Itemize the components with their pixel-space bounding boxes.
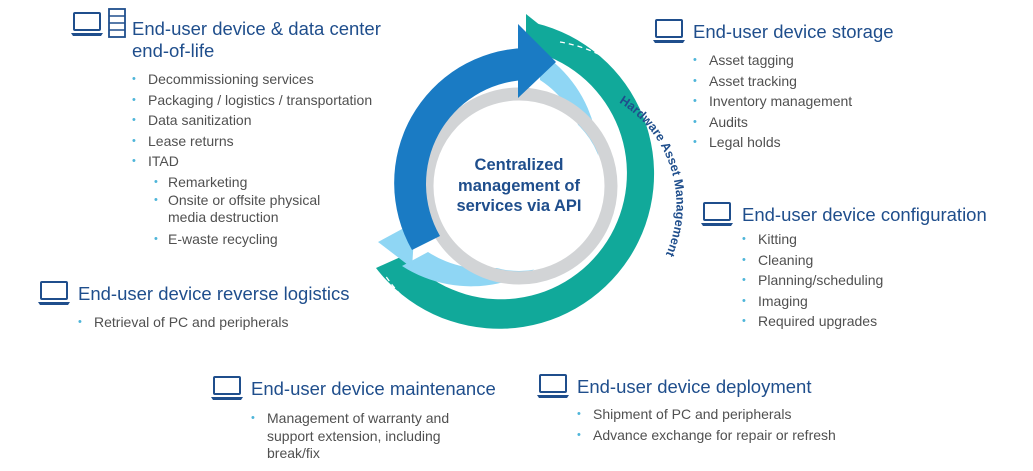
storage-list: Asset tagging Asset tracking Inventory m…: [693, 50, 852, 153]
itad-arrowhead: [518, 24, 556, 98]
list-item: Decommissioning services: [132, 69, 372, 90]
center-line-1: Centralized: [474, 156, 564, 174]
list-item: Required upgrades: [742, 311, 883, 332]
itad-arc: [394, 48, 525, 250]
center-line-3: services via API: [456, 197, 582, 215]
list-item: Management of warranty and support exten…: [251, 410, 497, 463]
eol-title: End-user device & data center end-of-lif…: [132, 18, 381, 62]
eol-title-line-1: End-user device & data center: [132, 18, 381, 39]
list-item: Asset tagging: [693, 50, 852, 71]
maintenance-list: Management of warranty and support exten…: [251, 410, 497, 466]
list-item: Cleaning: [742, 250, 883, 271]
center-line-2: management of: [458, 176, 580, 195]
maintenance-title: End-user device maintenance: [251, 378, 496, 399]
list-item: Shipment of PC and peripherals: [577, 404, 836, 425]
eol-list: Decommissioning services Packaging / log…: [132, 69, 372, 250]
reverse-title: End-user device reverse logistics: [78, 283, 350, 304]
list-item: Retrieval of PC and peripherals: [78, 312, 289, 333]
laptop-icon: [211, 376, 243, 400]
list-item: Advance exchange for repair or refresh: [577, 425, 836, 446]
sub-list-item: Remarketing: [132, 172, 372, 193]
list-item: Planning/scheduling: [742, 270, 883, 291]
list-item: Packaging / logistics / transportation: [132, 90, 372, 111]
list-item: Imaging: [742, 291, 883, 312]
laptop-icon: [38, 281, 70, 305]
configuration-title: End-user device configuration: [742, 204, 987, 225]
center-caption: Centralized management of services via A…: [430, 155, 608, 217]
reverse-list: Retrieval of PC and peripherals: [78, 312, 289, 333]
list-item: ITAD: [132, 151, 372, 172]
storage-title: End-user device storage: [693, 21, 894, 42]
light-blue-band: [402, 52, 599, 287]
server-icon: [108, 8, 126, 38]
laptop-icon: [537, 374, 569, 398]
eol-block: End-user device & data center end-of-lif…: [0, 0, 420, 260]
sub-list-item: E-waste recycling: [132, 229, 372, 250]
eol-title-line-2: end-of-life: [132, 40, 215, 61]
deployment-title: End-user device deployment: [577, 376, 812, 397]
redeploy-dashed-line: [384, 274, 541, 345]
center-disc: [434, 101, 604, 271]
sub-list-item: Onsite or offsite physical media destruc…: [132, 192, 338, 226]
list-item: Legal holds: [693, 132, 852, 153]
laptop-icon: [653, 19, 685, 43]
list-item: Asset tracking: [693, 71, 852, 92]
list-item: Inventory management: [693, 91, 852, 112]
list-item: Data sanitization: [132, 110, 372, 131]
deployment-list: Shipment of PC and peripherals Advance e…: [577, 404, 836, 445]
list-item: Audits: [693, 112, 852, 133]
configuration-list: Kitting Cleaning Planning/scheduling Ima…: [742, 229, 883, 332]
list-item: Lease returns: [132, 131, 372, 152]
list-item: Kitting: [742, 229, 883, 250]
laptop-icon: [71, 12, 103, 36]
laptop-icon: [701, 202, 733, 226]
